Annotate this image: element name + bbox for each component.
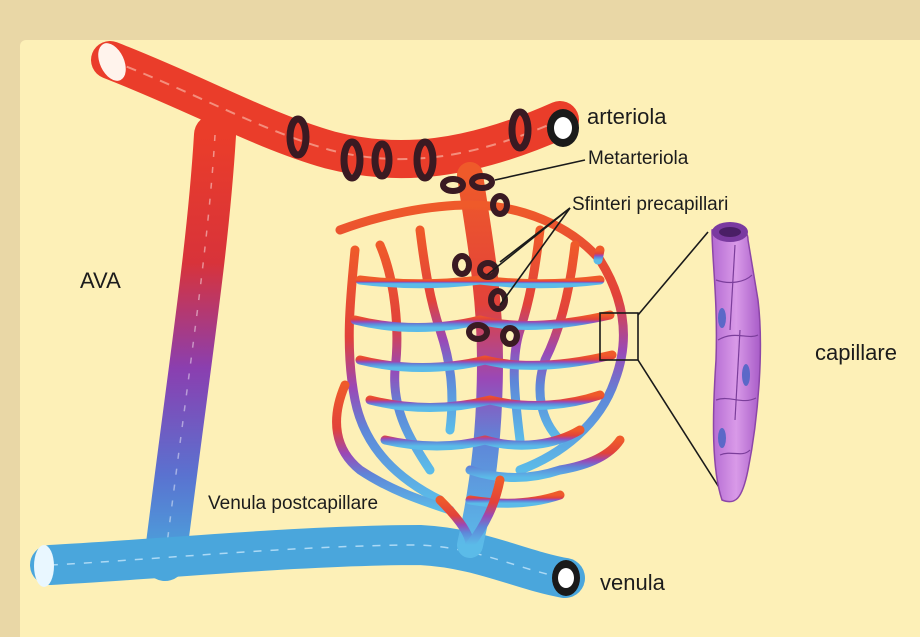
label-venula-postcapillare: Venula postcapillare bbox=[208, 493, 378, 515]
label-arteriola: arteriola bbox=[587, 104, 666, 130]
label-venula: venula bbox=[600, 570, 665, 596]
label-ava: AVA bbox=[80, 268, 121, 294]
label-sfinteri-precapillari: Sfinteri precapillari bbox=[572, 194, 728, 216]
label-metarteriola: Metarteriola bbox=[588, 148, 688, 170]
label-capillare: capillare bbox=[815, 340, 897, 366]
magnified-capillary bbox=[712, 222, 760, 502]
venule-vessel bbox=[50, 545, 565, 578]
